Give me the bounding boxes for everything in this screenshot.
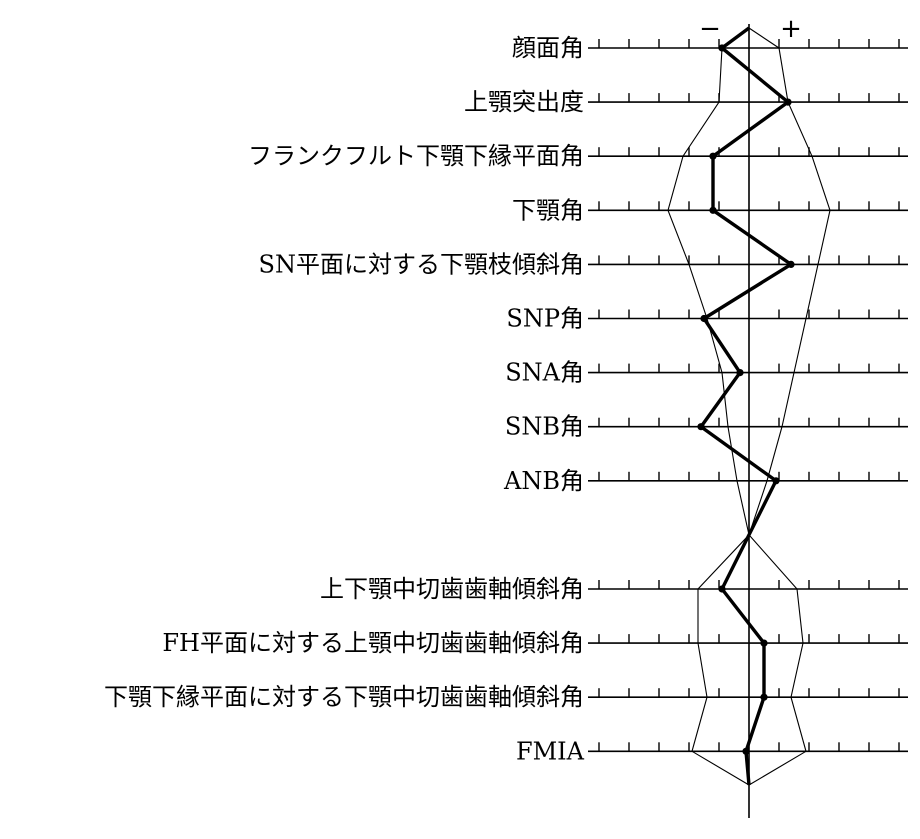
row-label: SNA角: [505, 359, 584, 387]
row-label: SNP角: [506, 305, 584, 333]
row-label: 上顎突出度: [464, 88, 584, 116]
profile-point: [760, 693, 768, 701]
profile-point: [787, 260, 795, 268]
patient-profile-line: [699, 26, 793, 786]
plus-sign-label: +: [780, 14, 802, 44]
row-label: 顔面角: [512, 34, 584, 62]
profile-point: [718, 44, 726, 52]
norm-envelope-minus: [667, 27, 750, 786]
profile-point: [760, 639, 768, 647]
profile-point: [742, 747, 750, 755]
profile-point: [709, 152, 717, 160]
profile-point: [772, 477, 780, 485]
norm-envelope-group: [667, 27, 831, 786]
row-label: SN平面に対する下顎枝傾斜角: [259, 250, 584, 278]
row-label: フランクフルト下顎下縁平面角: [248, 142, 584, 170]
row-label: SNB角: [505, 413, 584, 441]
profile-point: [784, 98, 792, 106]
row-label: FMIA: [516, 737, 585, 765]
profile-point: [700, 314, 708, 323]
row-label: FH平面に対する上顎中切歯歯軸傾斜角: [162, 629, 584, 657]
minus-sign-label: −: [699, 14, 721, 44]
row-label: 下顎角: [512, 196, 584, 224]
profile-point: [697, 423, 705, 431]
row-label: ANB角: [503, 467, 584, 495]
patient-profile-group: [697, 26, 795, 786]
profile-point: [718, 585, 726, 593]
profile-point: [736, 369, 744, 377]
profile-point: [709, 206, 717, 214]
row-label: 上下顎中切歯歯軸傾斜角: [320, 575, 584, 603]
norm-envelope-plus: [748, 27, 831, 786]
row-label: 下顎下縁平面に対する下顎中切歯歯軸傾斜角: [104, 683, 584, 711]
axes-group: [588, 24, 908, 818]
